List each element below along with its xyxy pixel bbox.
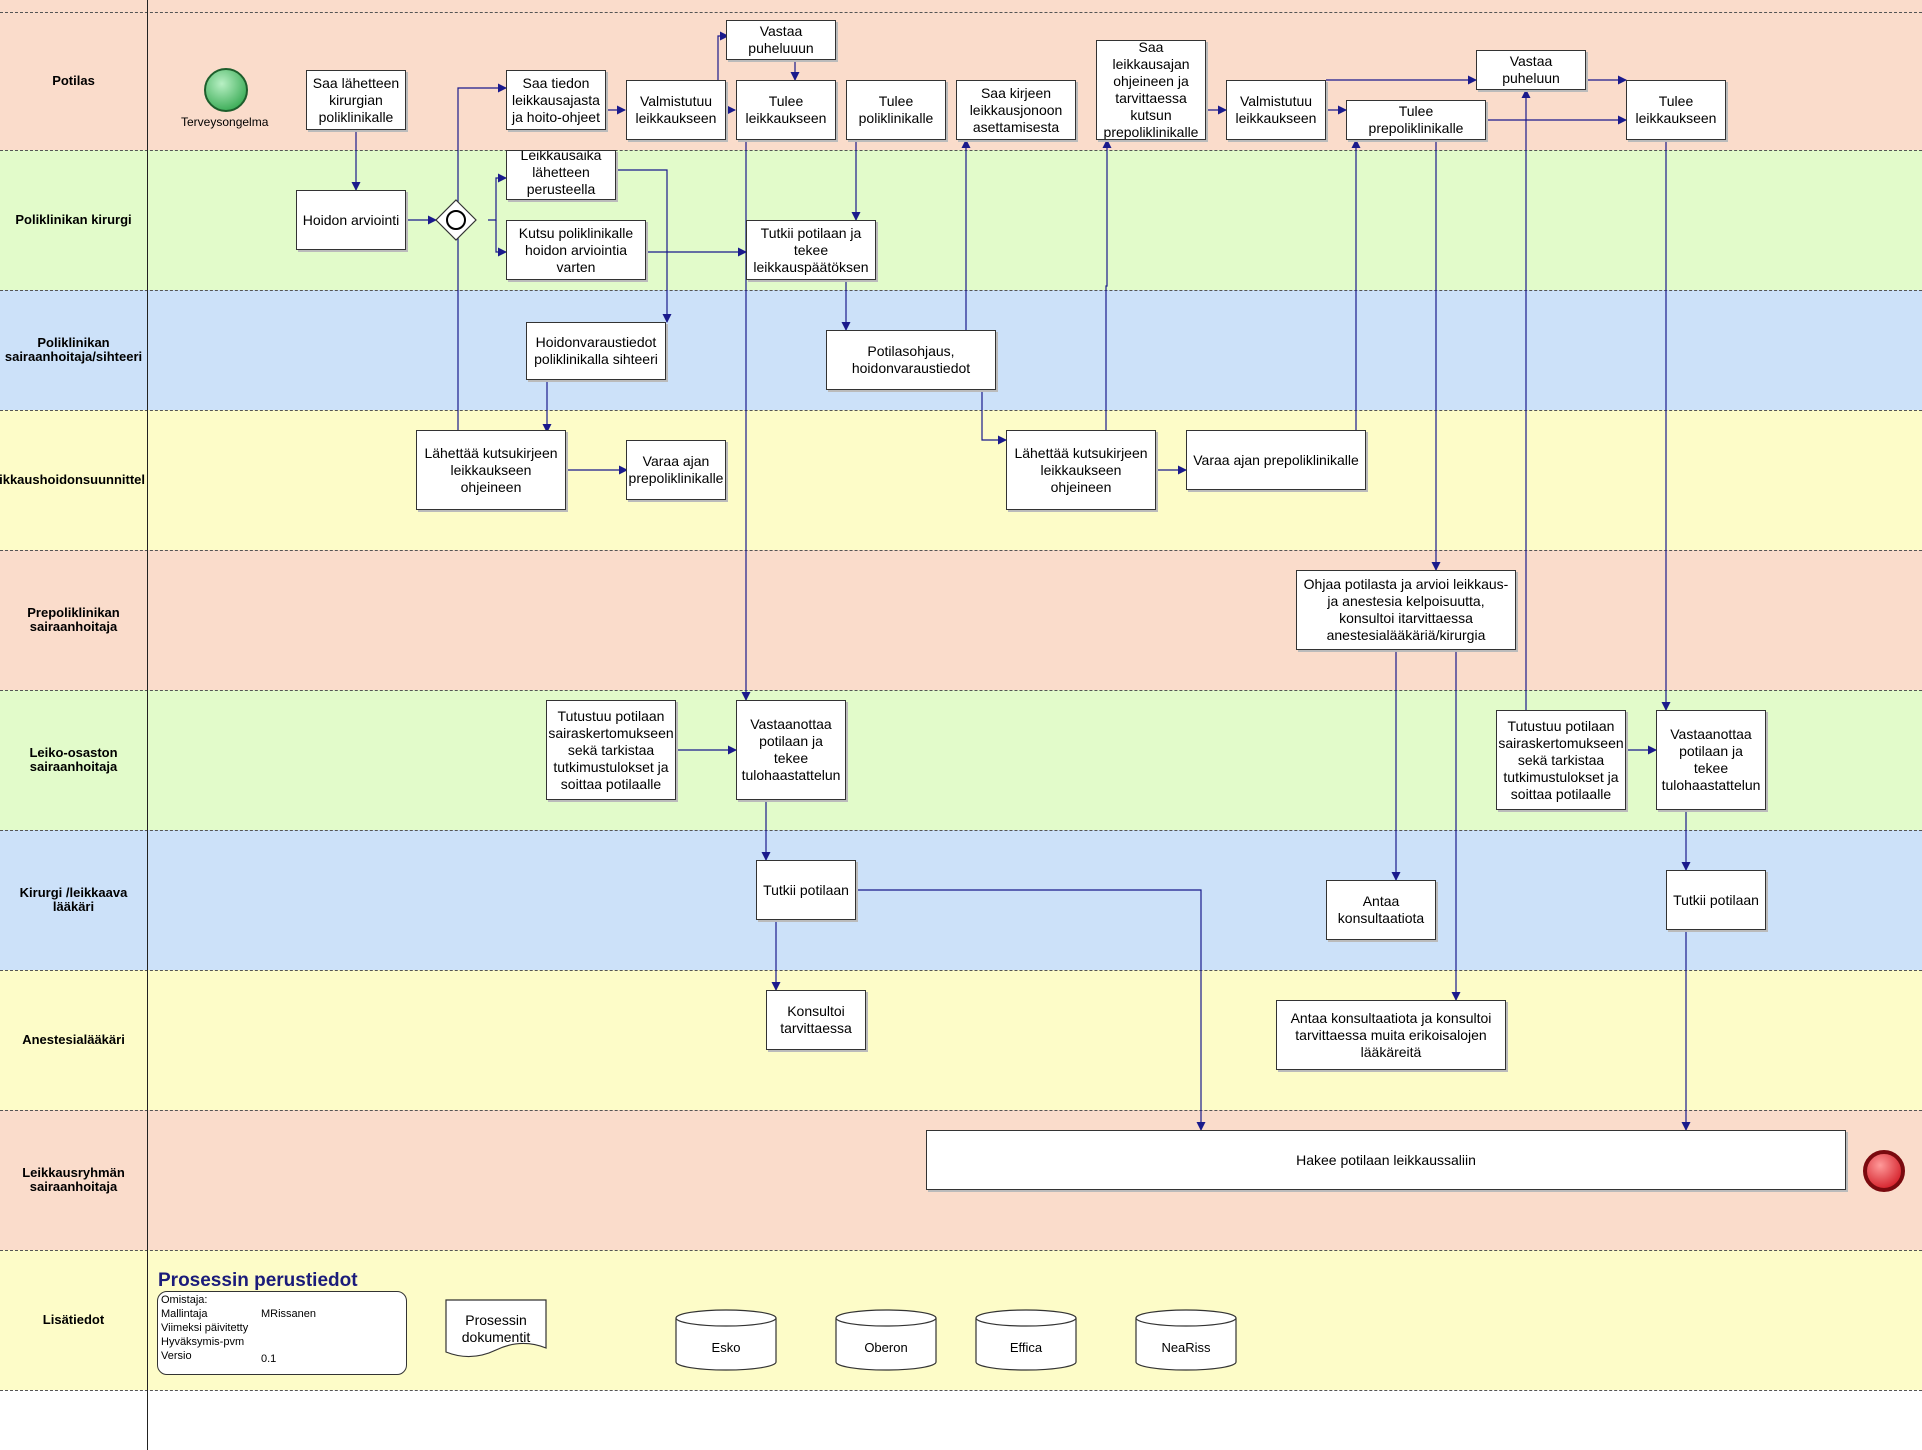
- database-esko: [675, 1309, 777, 1371]
- task-kutsu-poliklinikalle[interactable]: Kutsu poliklinikalle hoidon arviointia v…: [506, 220, 646, 280]
- task-tulee-poli[interactable]: Tulee poliklinikalle: [846, 80, 946, 140]
- database-label[interactable]: Oberon: [864, 1340, 908, 1355]
- flow-arrow: [1102, 139, 1112, 430]
- task-vastaa-1[interactable]: Vastaa puheluuun: [726, 20, 836, 60]
- task-vastaanottaa-1[interactable]: Vastaanottaa potilaan ja tekee tulohaast…: [736, 700, 846, 800]
- lane-separator: [0, 1110, 1922, 1111]
- lane-anestesialaakari: [0, 970, 1922, 1110]
- task-saa-kirjeen[interactable]: Saa kirjeen leikkausjonoon asettamisesta: [956, 80, 1076, 140]
- info-box: Omistaja: Mallintaja MRissanen Viimeksi …: [157, 1291, 407, 1375]
- document-shape: [445, 1299, 547, 1358]
- lane-label: Leikkausryhmän sairaanhoitaja: [22, 1165, 125, 1194]
- lane-label: Poliklinikan sairaanhoitaja/sihteeri: [4, 335, 143, 364]
- task-vastaa-2[interactable]: Vastaa puheluun: [1476, 50, 1586, 90]
- task-potilasohjaus[interactable]: Potilasohjaus, hoidonvaraustiedot: [826, 330, 996, 390]
- task-antaa-konsultaatiota-muita[interactable]: Antaa konsultaatiota ja konsultoi tarvit…: [1276, 1000, 1506, 1070]
- info-label: Mallintaja: [161, 1308, 208, 1320]
- lane-separator: [0, 690, 1922, 691]
- task-varaa-ajan-2[interactable]: Varaa ajan prepoliklinikalle: [1186, 430, 1366, 490]
- gateway-inclusive: [435, 199, 477, 241]
- database-effica: [975, 1309, 1077, 1371]
- task-tutustuu-2[interactable]: Tutustuu potilaan sairaskertomukseen sek…: [1496, 710, 1626, 810]
- lane-separator: [0, 410, 1922, 411]
- task-saa-lahetteen[interactable]: Saa lähetteen kirurgian poliklinikalle: [306, 70, 406, 130]
- lane-label: Poliklinikan kirurgi: [15, 212, 132, 227]
- lane-label: Leiko-osaston sairaanhoitaja: [29, 745, 118, 774]
- lane-label: Prepoliklinikan sairaanhoitaja: [27, 605, 120, 634]
- task-valmistuu-2[interactable]: Valmistutuu leikkaukseen: [1226, 80, 1326, 140]
- info-label: Versio: [161, 1350, 192, 1362]
- document-label[interactable]: Prosessin dokumentit: [461, 1312, 531, 1345]
- task-hoidon-arviointi[interactable]: Hoidon arviointi: [296, 190, 406, 250]
- info-value: 0.1: [261, 1353, 277, 1365]
- lane-kirurgi-leikkaava-laakari: [0, 830, 1922, 970]
- info-label: Viimeksi päivitetty: [161, 1322, 249, 1334]
- start-event-label: Terveysongelma: [181, 115, 269, 129]
- task-tutkii-2[interactable]: Tutkii potilaan: [1666, 870, 1766, 930]
- task-antaa-konsultaatiota[interactable]: Antaa konsultaatiota: [1326, 880, 1436, 940]
- task-tutkii-1[interactable]: Tutkii potilaan: [756, 860, 856, 920]
- lane-label: eikkaushoidonsuunnittel: [0, 472, 145, 487]
- task-valmistuu-1[interactable]: Valmistutuu leikkaukseen: [626, 80, 726, 140]
- task-leikkausaika[interactable]: Leikkausaika lähetteen perusteella: [506, 150, 616, 200]
- task-varaa-ajan-1[interactable]: Varaa ajan prepoliklinikalle: [626, 440, 726, 500]
- database-oberon: [835, 1309, 937, 1371]
- flow-arrow: [495, 220, 507, 257]
- task-vastaanottaa-2[interactable]: Vastaanottaa potilaan ja tekee tulohaast…: [1656, 710, 1766, 810]
- lane-separator: [0, 12, 1922, 13]
- info-title: Prosessin perustiedot: [158, 1270, 358, 1291]
- lane-separator: [0, 150, 1922, 151]
- lane-label-divider: [147, 0, 148, 1450]
- flow-arrow: [856, 889, 1206, 1131]
- task-tulee-2[interactable]: Tulee leikkaukseen: [1626, 80, 1726, 140]
- lane-separator: [0, 830, 1922, 831]
- task-tutkii-tekee[interactable]: Tutkii potilaan ja tekee leikkauspäätöks…: [746, 220, 876, 280]
- task-lahettaa-1[interactable]: Lähettää kutsukirjeen leikkaukseen ohjei…: [416, 430, 566, 510]
- flow-arrow: [457, 83, 507, 430]
- task-tulee-1[interactable]: Tulee leikkaukseen: [736, 80, 836, 140]
- flow-arrow: [488, 173, 507, 221]
- end-event: [1863, 1150, 1905, 1192]
- lane-separator: [0, 550, 1922, 551]
- task-tulee-prepoli[interactable]: Tulee prepoliklinikalle: [1346, 100, 1486, 140]
- lane-separator: [0, 1250, 1922, 1251]
- lane-separator: [0, 970, 1922, 971]
- lane-label: Kirurgi /leikkaava lääkäri: [19, 885, 128, 914]
- lane-prepoliklinikan-sairaanhoitaja: [0, 550, 1922, 690]
- start-event: [204, 68, 248, 112]
- flow-arrow: [617, 169, 672, 323]
- lane-separator: [0, 290, 1922, 291]
- info-value: MRissanen: [261, 1308, 317, 1320]
- database-label[interactable]: Esko: [711, 1340, 741, 1355]
- flow-arrow: [981, 390, 1007, 445]
- lane-leikkaushoidonsuunnittelija: [0, 410, 1922, 550]
- task-hakee[interactable]: Hakee potilaan leikkaussaliin: [926, 1130, 1846, 1190]
- lane-label: Potilas: [52, 73, 95, 88]
- database-label[interactable]: NeaRiss: [1161, 1340, 1211, 1355]
- flow-arrow: [717, 31, 729, 80]
- info-label: Omistaja:: [161, 1294, 208, 1306]
- database-nearis: [1135, 1309, 1237, 1371]
- task-saa-leikkausajan[interactable]: Saa leikkausajan ohjeineen ja tarvittaes…: [1096, 40, 1206, 140]
- task-ohjaa[interactable]: Ohjaa potilasta ja arvioi leikkaus- ja a…: [1296, 570, 1516, 650]
- task-saa-tiedon[interactable]: Saa tiedon leikkausajasta ja hoito-ohjee…: [506, 70, 606, 130]
- database-label[interactable]: Effica: [1009, 1340, 1043, 1355]
- task-konsultoi[interactable]: Konsultoi tarvittaessa: [766, 990, 866, 1050]
- task-lahettaa-2[interactable]: Lähettää kutsukirjeen leikkaukseen ohjei…: [1006, 430, 1156, 510]
- info-label: Hyväksymis-pvm: [161, 1336, 245, 1348]
- lane-label: Lisätiedot: [42, 1312, 105, 1327]
- lane-label: Anestesialääkäri: [22, 1032, 125, 1047]
- task-tutustuu-1[interactable]: Tutustuu potilaan sairaskertomukseen sek…: [546, 700, 676, 800]
- lane-separator: [0, 1390, 1922, 1391]
- task-hoidonvaraustiedot[interactable]: Hoidonvaraustiedot poliklinikalla sihtee…: [526, 322, 666, 380]
